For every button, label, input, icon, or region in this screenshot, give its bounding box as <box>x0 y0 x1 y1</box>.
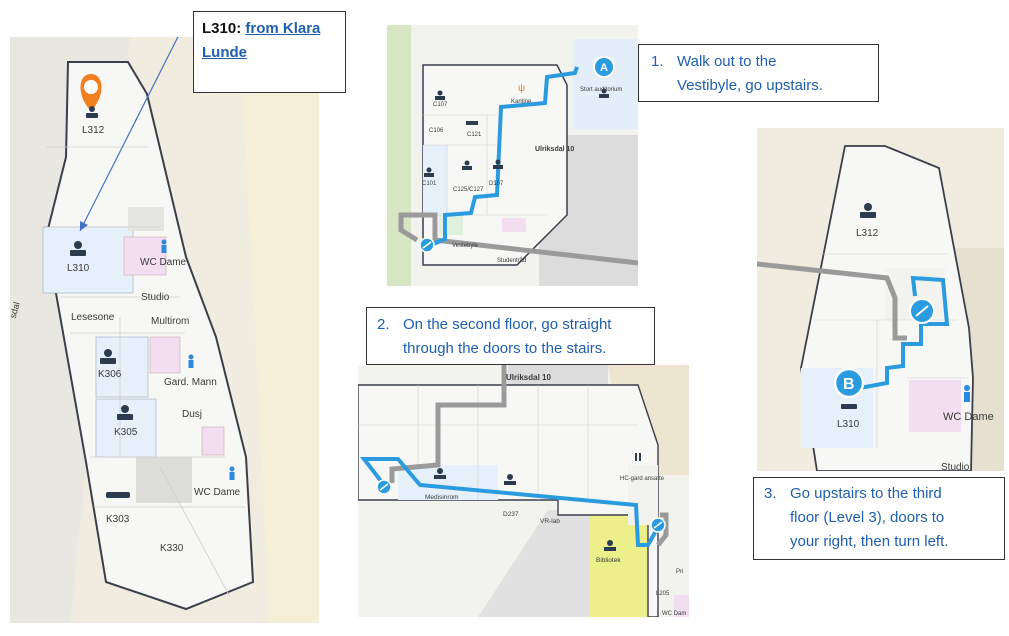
room-label: K303 <box>106 514 130 525</box>
room-label: Studio <box>141 292 170 303</box>
location-pin-icon[interactable] <box>80 74 102 111</box>
step-line: Vestibyle, go upstairs. <box>677 77 823 94</box>
stairs-icon[interactable] <box>909 298 935 324</box>
room-note: L310: from Klara Lunde <box>193 11 346 93</box>
from-link[interactable]: from Klara Lunde <box>202 20 321 61</box>
room-note-label: L310: <box>202 20 242 37</box>
room-label: Pri <box>676 569 683 575</box>
svg-text:ψ: ψ <box>518 83 525 94</box>
step-callout-3: 3. Go upstairs to the third floor (Level … <box>753 477 1005 560</box>
map-ground-floor[interactable]: A ψ C107 C106 C121 Kantine Stort auditor… <box>387 25 638 286</box>
room-label: K330 <box>160 543 184 554</box>
step-line: floor (Level 3), doors to <box>790 509 945 526</box>
map-overview[interactable]: L312 L310 WC Dame Studio Lesesone Multir… <box>10 37 319 623</box>
room-label: L312 <box>82 125 105 136</box>
step-line: Go upstairs to the third <box>790 485 942 502</box>
step-callout-2: 2. On the second floor, go straight throu… <box>366 307 655 365</box>
room-label: Lesesone <box>71 312 115 323</box>
building-label: Ulriksdal 10 <box>535 146 574 153</box>
room-label: Studentråd <box>497 257 526 264</box>
room-label: Vestebyle <box>452 243 479 249</box>
step-line: On the second floor, go straight <box>403 316 612 333</box>
room-label: Gard. Mann <box>164 377 217 388</box>
stairs-icon[interactable] <box>419 237 435 253</box>
room-label: L310 <box>837 419 860 430</box>
room-label: C106 <box>429 128 444 134</box>
step-line: your right, then turn left. <box>790 533 949 550</box>
step-number: 2. <box>377 316 390 333</box>
room-label: WC Dam <box>662 611 686 617</box>
step-line: Walk out to the <box>677 53 777 70</box>
room-label: HC-gard ansatte <box>620 476 665 482</box>
map-third-floor[interactable]: B L312 L310 WC Dame Studio <box>757 128 1004 471</box>
room-label: K306 <box>98 369 122 380</box>
room-label: C107 <box>433 102 448 108</box>
room-label: C125/C127 <box>453 187 484 193</box>
room-label: C101 <box>422 181 437 187</box>
annotation-arrow <box>79 37 179 232</box>
room-label: Studio <box>941 462 970 471</box>
svg-text:B: B <box>843 376 855 393</box>
room-label: VR-lab <box>540 518 560 525</box>
room-label: L205 <box>656 591 670 597</box>
map-second-floor[interactable]: Ulriksdal 10 Medisinrom D237 VR-lab HC-g… <box>358 365 689 617</box>
room-label: Bibliotek <box>596 557 621 564</box>
room-label: K305 <box>114 427 138 438</box>
step-number: 3. <box>764 485 777 502</box>
marker-b[interactable]: B <box>833 367 865 399</box>
room-label: Stort auditorium <box>580 87 622 93</box>
stairs-icon[interactable] <box>650 517 666 533</box>
room-label: WC Dame <box>943 411 994 423</box>
room-label: WC Dame <box>194 487 241 498</box>
room-label: D107 <box>489 181 504 187</box>
room-label: L310 <box>67 263 90 274</box>
room-label: Dusj <box>182 409 202 420</box>
marker-a[interactable]: A <box>593 56 615 78</box>
building-label: Ulriksdal 10 <box>506 373 551 382</box>
svg-text:A: A <box>600 62 608 74</box>
step-line: through the doors to the stairs. <box>403 340 607 357</box>
room-label: Multirom <box>151 316 189 327</box>
room-label: Medisinrom <box>425 494 459 501</box>
room-label: C121 <box>467 132 482 138</box>
room-label: WC Dame <box>140 257 187 268</box>
room-label: D237 <box>503 511 519 518</box>
room-label: Kantine <box>511 99 532 105</box>
stairs-icon[interactable] <box>376 479 392 495</box>
room-label: L312 <box>856 228 879 239</box>
step-number: 1. <box>651 53 664 70</box>
step-callout-1: 1. Walk out to the Vestibyle, go upstairs… <box>638 44 879 102</box>
street-label: sdal <box>10 301 22 320</box>
